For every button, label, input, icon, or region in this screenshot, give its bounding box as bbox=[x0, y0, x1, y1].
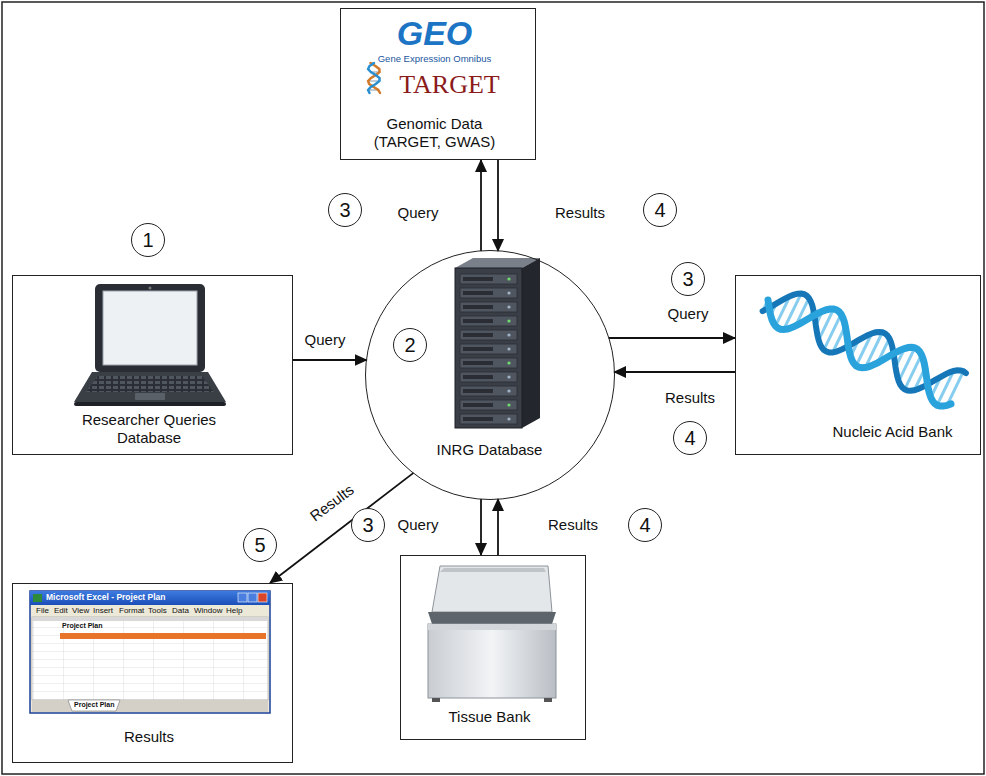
spreadsheet-illustration bbox=[30, 591, 270, 713]
laptop-illustration bbox=[74, 284, 226, 406]
geo-logo-text: GEO bbox=[345, 15, 525, 52]
callout-number: 4 bbox=[673, 421, 707, 455]
edge-label: Query bbox=[302, 331, 349, 349]
node-text: Results bbox=[69, 728, 229, 746]
callout-number: 1 bbox=[131, 223, 165, 257]
edge-label: Query bbox=[395, 516, 442, 534]
target-logo-text: TARGET bbox=[345, 70, 525, 100]
menu-item: File bbox=[36, 606, 49, 616]
server-illustration bbox=[455, 258, 540, 428]
window-title: Microsoft Excel - Project Plan bbox=[46, 592, 166, 602]
callout-number: 5 bbox=[243, 528, 277, 562]
menu-item: Format bbox=[119, 606, 144, 616]
callout-number: 4 bbox=[628, 508, 662, 542]
connector-arrow bbox=[614, 371, 735, 373]
callout-number: 3 bbox=[351, 508, 385, 542]
connector-arrow bbox=[497, 160, 499, 251]
node-text: INRG Database bbox=[410, 441, 570, 459]
freezer-illustration bbox=[428, 566, 556, 702]
connector-arrow bbox=[480, 499, 482, 555]
node-text: Genomic Data (TARGET, GWAS) bbox=[355, 115, 515, 151]
connector-arrow bbox=[497, 499, 499, 555]
edge-label: Results bbox=[662, 389, 718, 407]
menu-item: Edit bbox=[54, 606, 68, 616]
genomic-data-box: GEO Gene Expression OmnibusTARGET Genomic … bbox=[340, 8, 536, 160]
edge-label: Query bbox=[395, 204, 442, 222]
menu-item: Tools bbox=[148, 606, 167, 616]
target-logo-helix bbox=[368, 63, 380, 93]
callout-number: 4 bbox=[643, 193, 677, 227]
tissue-bank-box: Tissue Bank bbox=[400, 555, 586, 740]
database-circle: INRG Database bbox=[365, 250, 615, 500]
menu-item: View bbox=[72, 606, 89, 616]
connector-arrow bbox=[609, 337, 735, 339]
node-text: Researcher Queries Database bbox=[59, 411, 239, 447]
researcher-box: Researcher Queries Database bbox=[12, 275, 293, 455]
geo-logo-subtitle: Gene Expression Omnibus bbox=[345, 54, 525, 64]
nucleic-acid-box: Nucleic Acid Bank bbox=[735, 275, 981, 455]
sheet-header: Project Plan bbox=[62, 622, 102, 630]
callout-number: 2 bbox=[393, 328, 427, 362]
edge-label: Results bbox=[552, 204, 608, 222]
edge-label: Query bbox=[665, 305, 712, 323]
connector-arrow bbox=[293, 359, 367, 361]
connector-arrow bbox=[270, 473, 414, 583]
menu-item: Insert bbox=[93, 606, 113, 616]
sheet-tab: Project Plan bbox=[74, 701, 114, 709]
menu-item: Data bbox=[172, 606, 189, 616]
dna-helix-illustration bbox=[763, 294, 966, 407]
node-text: Nucleic Acid Bank bbox=[810, 423, 975, 441]
connector-arrow bbox=[480, 160, 482, 251]
node-text: Tissue Bank bbox=[410, 708, 570, 726]
menu-item: Help bbox=[226, 606, 242, 616]
callout-number: 3 bbox=[671, 262, 705, 296]
callout-number: 3 bbox=[328, 193, 362, 227]
edge-label: Results bbox=[545, 516, 601, 534]
menu-item: Window bbox=[194, 606, 222, 616]
